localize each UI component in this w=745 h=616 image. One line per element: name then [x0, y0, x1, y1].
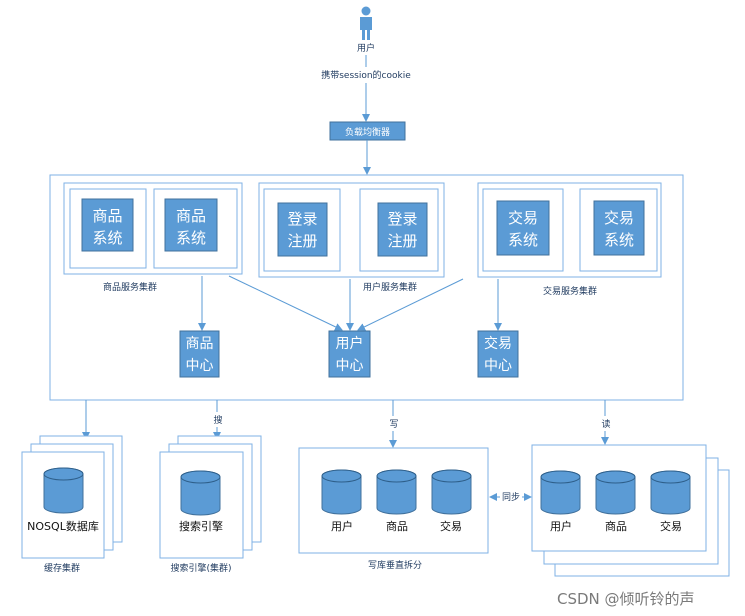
node-box — [496, 200, 550, 256]
write-db-label: 写库垂直拆分 — [368, 559, 422, 571]
node-box — [277, 202, 328, 257]
write-db-name: 交易 — [440, 519, 462, 533]
nosql-name: NOSQL数据库 — [27, 519, 99, 533]
read-db-name: 交易 — [660, 519, 682, 533]
node-text: 系统 — [92, 229, 122, 247]
node-text: 交易 — [604, 209, 634, 227]
trade-center-box — [477, 330, 519, 378]
write-db-name: 商品 — [386, 519, 408, 533]
user-service-cluster: 登录 注册 登录 注册 — [258, 182, 445, 278]
center-text: 用户 — [336, 335, 364, 352]
node-text: 登录 — [387, 210, 417, 228]
node-text: 登录 — [287, 210, 317, 228]
node-box — [377, 202, 428, 257]
user-center-box — [328, 330, 371, 378]
cluster-label-trade: 交易服务集群 — [543, 285, 597, 297]
read-db-group: 用户 商品 交易 — [531, 444, 730, 577]
database-icon — [43, 467, 84, 514]
node-box — [593, 200, 645, 256]
edge-label-search: 搜 — [213, 414, 222, 426]
center-text: 中心 — [186, 358, 214, 374]
search-engine-cluster: 搜索引擎 — [159, 435, 262, 559]
node-text: 注册 — [287, 232, 317, 250]
node-text: 系统 — [604, 231, 634, 249]
node-text: 交易 — [508, 209, 538, 227]
center-text: 交易 — [484, 335, 512, 352]
product-service-cluster: 商品 系统 商品 系统 — [63, 182, 243, 275]
watermark: CSDN @倾听铃的声 — [557, 590, 695, 608]
database-icon — [321, 469, 362, 515]
read-db-name: 用户 — [550, 519, 572, 533]
node-text: 系统 — [508, 231, 538, 249]
cluster-label-user: 用户服务集群 — [363, 281, 417, 293]
node-text: 系统 — [176, 229, 206, 247]
cache-cluster-label: 缓存集群 — [44, 562, 80, 574]
center-text: 中心 — [484, 358, 512, 374]
edge-label-sync: 同步 — [502, 492, 520, 503]
node-text: 商品 — [176, 207, 206, 225]
cluster-label-product: 商品服务集群 — [103, 281, 157, 293]
node-box — [81, 198, 134, 252]
user-label: 用户 — [357, 42, 375, 54]
search-engine-name: 搜索引擎 — [179, 519, 223, 533]
database-icon — [376, 469, 417, 515]
edge-label-write: 写 — [389, 419, 398, 430]
edge-label-read: 读 — [601, 418, 610, 430]
read-db-name: 商品 — [605, 519, 627, 533]
node-box — [164, 198, 218, 252]
sync-label-bg — [500, 491, 522, 502]
write-db-group: 用户 商品 交易 — [298, 447, 489, 554]
search-engine-label: 搜索引擎(集群) — [170, 562, 231, 574]
arrow-trade-to-user-center — [357, 278, 464, 331]
trade-service-cluster: 交易 系统 交易 系统 — [477, 182, 662, 278]
load-balancer-label: 负载均衡器 — [345, 126, 390, 138]
database-icon — [180, 470, 221, 516]
center-text: 中心 — [336, 358, 364, 374]
database-icon — [650, 470, 691, 515]
cache-cluster: NOSQL数据库 — [21, 435, 123, 559]
node-text: 注册 — [387, 232, 417, 250]
database-icon — [540, 470, 581, 515]
center-text: 商品 — [186, 336, 214, 352]
product-center-box — [179, 330, 220, 378]
write-db-name: 用户 — [331, 519, 353, 533]
cookie-note: 携带session的cookie — [321, 69, 411, 81]
arrow-product-to-user-center — [228, 275, 343, 331]
node-text: 商品 — [92, 207, 122, 225]
database-icon — [431, 469, 472, 515]
database-icon — [595, 470, 636, 515]
user-icon — [360, 6, 372, 40]
